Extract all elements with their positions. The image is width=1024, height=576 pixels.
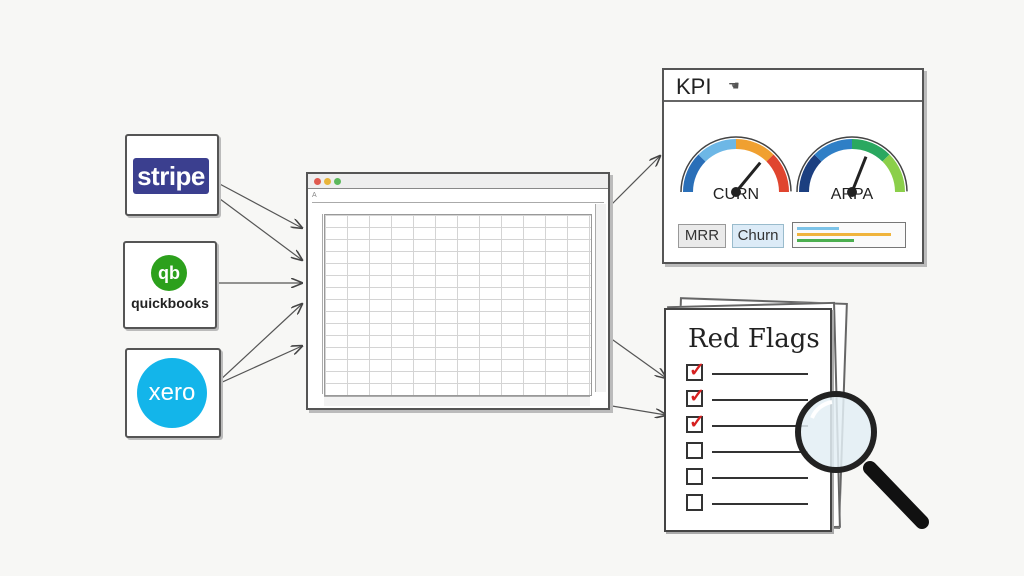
checklist-line	[712, 373, 808, 375]
minimize-dot-icon	[324, 178, 331, 185]
gauge-arpa-segment-green	[851, 138, 890, 162]
checklist-line	[712, 399, 808, 401]
chip-mrr: MRR	[678, 224, 726, 248]
gauge-arpa-hub	[847, 187, 857, 197]
arrow-sheet-to-flags-2	[605, 404, 666, 415]
kpi-progress-bars	[792, 222, 906, 248]
gauge-arpa-segment-blue	[814, 138, 853, 162]
checklist-item: ✓	[686, 386, 816, 407]
gauge-arpa-needle	[850, 156, 868, 193]
spreadsheet-window: A	[306, 172, 610, 410]
gauge-curn-segment-blue	[682, 154, 706, 193]
progress-bar-2	[797, 233, 891, 236]
arrow-sheet-to-flags	[605, 334, 666, 378]
stripe-logo: stripe	[133, 158, 209, 194]
checklist-line	[712, 425, 808, 427]
gauge-curn-needle	[734, 161, 762, 193]
gauge-curn-hub	[731, 187, 741, 197]
checkbox-empty-icon	[686, 468, 703, 485]
vertical-scrollbar	[595, 204, 606, 392]
gauge-curn-segment-light	[698, 138, 737, 162]
gauge-arpa-segment-lime	[882, 154, 906, 193]
row-numbers	[310, 214, 323, 394]
checklist-line	[712, 503, 808, 505]
checkbox-checked-icon: ✓	[686, 412, 705, 433]
gauge-label-curn: CURN	[712, 186, 760, 203]
arrow-xero-to-sheet-2	[217, 346, 302, 385]
spreadsheet-grid	[324, 214, 592, 396]
checkbox-empty-icon	[686, 442, 703, 459]
arrow-stripe-to-sheet	[215, 181, 302, 228]
checklist-item	[686, 440, 816, 459]
red-checkmark-icon: ✓	[689, 412, 705, 433]
progress-bar-3	[797, 239, 854, 242]
checkbox-checked-icon: ✓	[686, 386, 705, 407]
spreadsheet-titlebar	[308, 174, 608, 189]
quickbooks-label: quickbooks	[131, 295, 209, 311]
quickbooks-logo-icon: qb	[151, 255, 187, 291]
arrow-xero-to-sheet	[217, 304, 302, 383]
gauge-arpa	[796, 136, 908, 248]
gauge-label-arpa: ARPA	[830, 186, 874, 203]
gauge-arpa-segment-navy	[798, 154, 822, 193]
red-flags-title: Red Flags	[688, 324, 820, 354]
maximize-dot-icon	[334, 178, 341, 185]
arrow-stripe-to-sheet-2	[215, 195, 302, 260]
checklist-item	[686, 466, 816, 485]
checkbox-checked-icon: ✓	[686, 360, 705, 381]
red-checkmark-icon: ✓	[689, 386, 705, 407]
arrow-sheet-to-kpi	[605, 156, 660, 211]
cursor-icon: ☚	[728, 78, 740, 93]
checklist-line	[712, 477, 808, 479]
kpi-dashboard-panel: KPI ☚ CURN ARPA MRR Churn	[662, 68, 924, 264]
kpi-header: KPI ☚	[664, 70, 922, 102]
gauge-arpa-rim	[796, 136, 908, 248]
chip-churn: Churn	[732, 224, 784, 248]
red-flags-checklist: Red Flags ✓ ✓ ✓	[664, 308, 832, 532]
checklist-item: ✓	[686, 360, 816, 381]
formula-cell-ref: A	[312, 192, 317, 199]
xero-logo: xero	[137, 358, 207, 428]
xero-source-card: xero	[125, 348, 221, 438]
progress-bar-1	[797, 227, 839, 230]
checklist-line	[712, 451, 808, 453]
close-dot-icon	[314, 178, 321, 185]
stripe-source-card: stripe	[125, 134, 219, 216]
kpi-title: KPI	[676, 74, 712, 99]
gauge-curn-segment-red	[766, 154, 790, 193]
formula-bar: A	[312, 192, 604, 203]
checklist-item	[686, 492, 816, 511]
gauge-curn	[680, 136, 792, 248]
checkbox-empty-icon	[686, 494, 703, 511]
kpi-gauges	[680, 136, 908, 248]
checklist-item: ✓	[686, 412, 816, 433]
quickbooks-source-card: qb quickbooks	[123, 241, 217, 329]
gauge-curn-rim	[680, 136, 792, 248]
horizontal-scrollbar	[324, 396, 590, 406]
gauge-curn-segment-orange	[735, 138, 774, 162]
red-checkmark-icon: ✓	[689, 360, 705, 381]
